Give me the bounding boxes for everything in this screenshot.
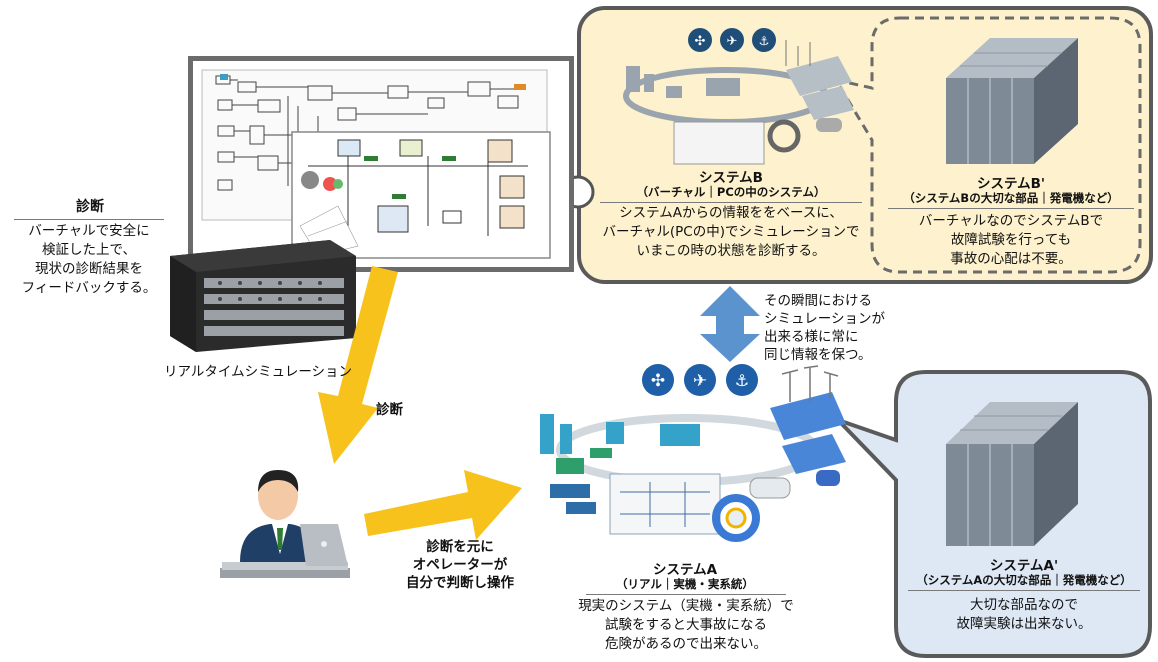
system-b-title: システムB: [699, 170, 763, 186]
system-b-prime-description: バーチャルなのでシステムBで 故障試験を行っても 事故の心配は不要。: [918, 213, 1104, 267]
operator-note: 診断を元に オペレーターが 自分で判断し操作: [406, 539, 514, 591]
system-b-description: システムAからの情報ををベースに、 バーチャル(PCの中)でシミュレーションで …: [602, 205, 860, 259]
realtime-simulator-hardware: [170, 240, 356, 352]
sync-note: その瞬間における シミュレーションが 出来る様に常に 同じ情報を保つ。: [764, 293, 885, 363]
realtime-simulation-label: リアルタイムシミュレーション: [164, 364, 353, 380]
system-a-title: システムA: [652, 562, 718, 578]
server-rack-b-prime: [946, 38, 1078, 164]
diagnosis-heading: 診断: [76, 199, 104, 215]
grid-illustration-real: ✣ ✈ ⚓: [540, 364, 846, 542]
system-a-prime-description: 大切な部品なので 故障実験は出来ない。: [956, 597, 1092, 632]
system-a-description: 現実のシステム（実機・実系統）で 試験をすると大事故になる 危険があるので出来な…: [578, 598, 794, 652]
system-b-prime-title: システムB': [976, 176, 1046, 192]
system-b-prime-divider: [888, 208, 1134, 209]
operator-illustration: [220, 470, 350, 578]
arrow-diagnosis-label: 診断: [376, 402, 403, 418]
diagnosis-description: バーチャルで安全に 検証した上で、 現状の診断結果を フィードバックする。: [21, 223, 157, 296]
svg-text:✈: ✈: [693, 371, 707, 391]
grid-illustration-virtual: ✣ ✈ ⚓: [623, 28, 854, 165]
svg-text:✣: ✣: [695, 34, 706, 49]
system-b-divider: [600, 202, 862, 203]
system-a-prime-title: システムA': [989, 558, 1059, 574]
simulation-screen: [188, 56, 574, 272]
system-a-prime-subtitle: （システムAの大切な部品｜発電機など）: [916, 573, 1132, 587]
svg-text:⚓: ⚓: [735, 371, 749, 390]
svg-text:⚓: ⚓: [759, 34, 770, 48]
diagnosis-divider: [14, 219, 164, 220]
svg-text:✈: ✈: [727, 34, 738, 49]
system-a-prime-divider: [908, 590, 1140, 591]
svg-text:✣: ✣: [651, 371, 665, 391]
server-rack-a-prime: [946, 402, 1078, 546]
system-b-subtitle: （バーチャル｜PCの中のシステム）: [636, 185, 826, 199]
system-a-subtitle: （リアル｜実機・実系統）: [616, 577, 754, 591]
system-b-prime-subtitle: （システムBの大切な部品｜発電機など）: [903, 191, 1119, 205]
system-a-divider: [586, 594, 786, 595]
